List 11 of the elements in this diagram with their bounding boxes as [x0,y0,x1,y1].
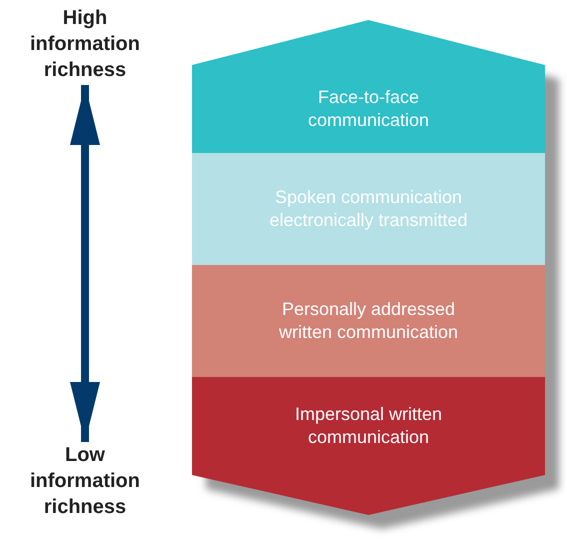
band [192,153,545,265]
band-label: Spoken communication electronically transmitted [268,186,469,232]
double-arrow [70,85,100,442]
band [192,377,545,515]
band [192,20,545,153]
band-label: Personally addressed written communication [278,298,460,344]
axis-label: Low information richness [29,443,141,520]
band-label: Impersonal written communication [294,403,444,449]
band-label: Face-to-face communication [306,86,430,132]
axis-label: High information richness [29,6,141,83]
band [192,265,545,377]
